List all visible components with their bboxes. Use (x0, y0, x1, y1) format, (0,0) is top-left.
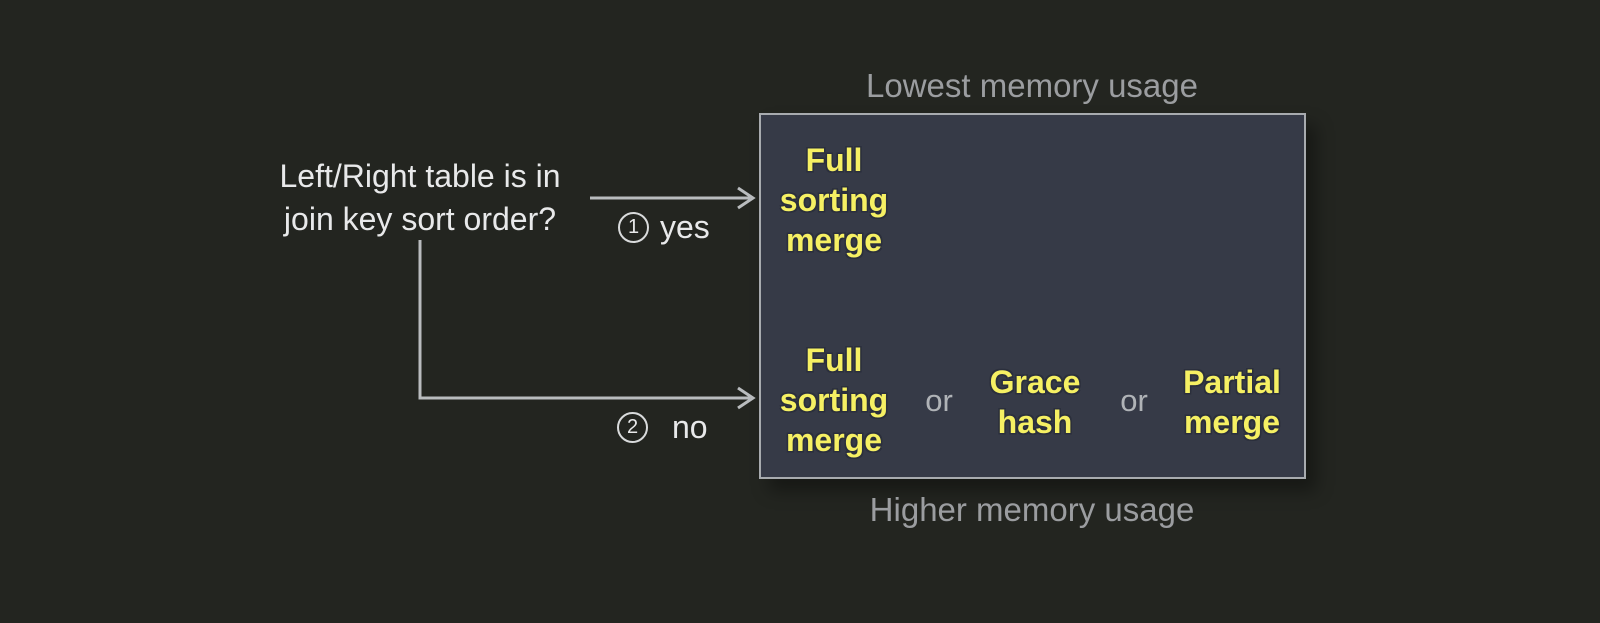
yes-arrow-head-icon (737, 186, 756, 210)
no-arrow-elbow-line (418, 240, 750, 400)
branch-no-label: 2 no (617, 411, 708, 443)
or-separator-2: or (1120, 383, 1148, 418)
circled-number-2-icon: 2 (617, 411, 648, 443)
option-grace-hash: Grace hash (990, 362, 1081, 442)
lowest-memory-caption: Lowest memory usage (866, 67, 1198, 104)
no-arrow (418, 240, 756, 410)
option-line: hash (997, 404, 1073, 440)
join-order-question: Left/Right table is in join key sort ord… (279, 155, 560, 241)
option-line: merge (785, 422, 883, 458)
option-line: merge (785, 222, 883, 258)
option-line: sorting (779, 182, 889, 218)
option-line: Grace (989, 364, 1081, 400)
strategy-box: Full sorting merge Full sorting merge or… (759, 113, 1306, 479)
question-line-2: join key sort order? (283, 201, 557, 237)
option-line: merge (1183, 404, 1281, 440)
no-arrow-head-icon (737, 386, 756, 410)
branch-yes-text: yes (660, 209, 710, 245)
yes-arrow (590, 186, 756, 210)
circled-number-1-icon: 1 (618, 211, 649, 243)
option-full-sorting-merge-unsorted: Full sorting merge (780, 340, 888, 460)
option-partial-merge: Partial merge (1183, 362, 1281, 442)
option-line: Partial (1183, 364, 1281, 400)
branch-no-text: no (672, 409, 708, 445)
option-line: sorting (779, 382, 889, 418)
option-line: Full (805, 342, 863, 378)
higher-memory-caption: Higher memory usage (869, 491, 1195, 528)
option-line: Full (805, 142, 863, 178)
option-full-sorting-merge-sorted: Full sorting merge (780, 140, 888, 260)
branch-yes-label: 1 yes (618, 211, 710, 243)
question-line-1: Left/Right table is in (279, 158, 561, 194)
or-separator-1: or (925, 383, 953, 418)
